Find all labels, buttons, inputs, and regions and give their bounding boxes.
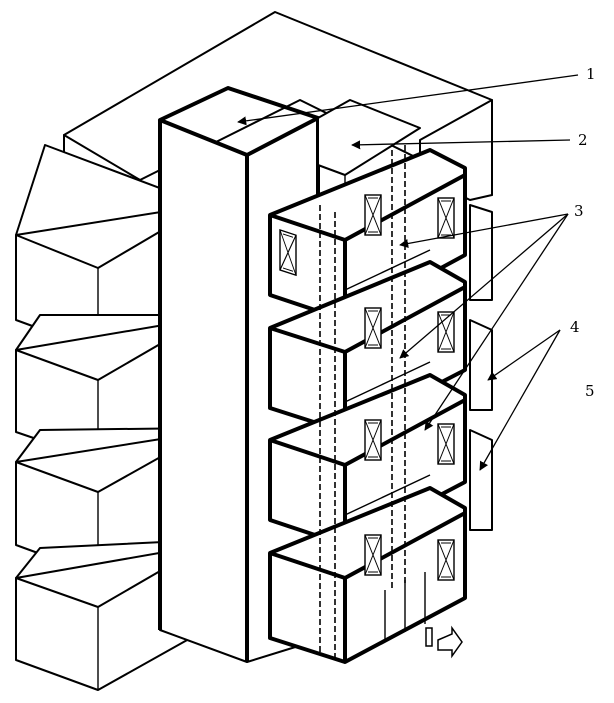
left-box-3 [15, 427, 206, 576]
left-box-2 [15, 314, 206, 461]
entrance-arrow-icon [425, 625, 463, 659]
left-wing-boxes [15, 144, 206, 691]
callout-label-4: 4 [570, 318, 580, 336]
callout-label-5: 5 [585, 382, 595, 400]
callout-label-1: 1 [586, 65, 596, 83]
module-stack [268, 145, 467, 664]
module-4 [268, 486, 467, 664]
leader-lines [237, 74, 579, 471]
callout-label-3: 3 [574, 202, 584, 220]
callout-label-2: 2 [578, 131, 588, 149]
callout-labels: 1 2 3 4 5 [570, 65, 596, 400]
